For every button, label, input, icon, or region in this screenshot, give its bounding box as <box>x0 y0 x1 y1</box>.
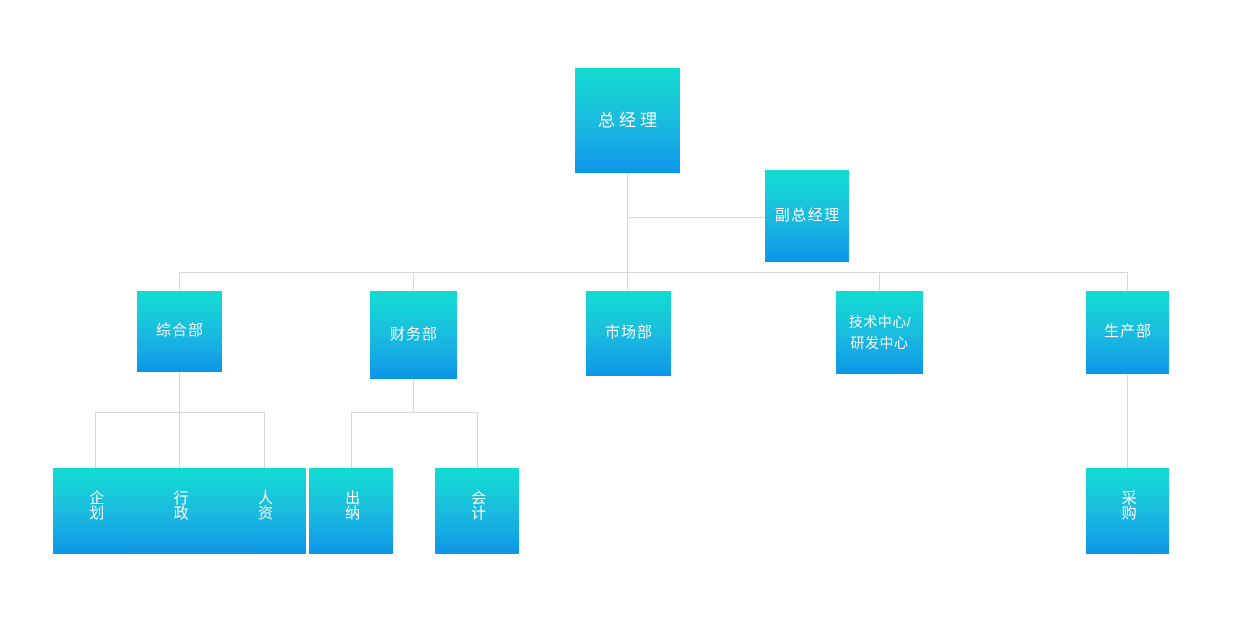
node-department-tech-center-label: 技术中心/ 研发中心 <box>848 314 912 351</box>
connector-finance-bus <box>351 412 477 413</box>
connector-drop-human-resources <box>264 412 265 468</box>
connector-general-affairs-stem <box>179 372 180 413</box>
node-department-marketing-label: 市场部 <box>604 324 653 342</box>
node-deputy-general-manager-label: 副总经理 <box>774 206 841 224</box>
node-sub-human-resources-label: 人资 <box>255 490 273 520</box>
node-sub-cashier[interactable]: 出纳 <box>309 468 393 554</box>
connector-drop-marketing <box>627 272 628 291</box>
node-department-tech-center[interactable]: 技术中心/ 研发中心 <box>836 291 923 374</box>
node-department-finance[interactable]: 财务部 <box>370 291 457 379</box>
connector-drop-production <box>1127 272 1128 291</box>
node-department-general-affairs[interactable]: 综合部 <box>137 291 222 372</box>
connector-drop-general-affairs <box>179 272 180 291</box>
node-sub-planning[interactable]: 企划 <box>53 468 137 554</box>
connector-gm-to-deputy <box>627 217 766 218</box>
connector-gm-trunk <box>627 173 628 273</box>
connector-general-affairs-bus <box>95 412 265 413</box>
connector-drop-administration <box>179 412 180 468</box>
node-sub-human-resources[interactable]: 人资 <box>222 468 306 554</box>
node-sub-accounting-label: 会计 <box>469 490 487 520</box>
node-sub-administration-label: 行政 <box>171 490 189 520</box>
node-deputy-general-manager[interactable]: 副总经理 <box>765 170 849 262</box>
node-sub-administration[interactable]: 行政 <box>137 468 221 554</box>
node-department-production-label: 生产部 <box>1103 323 1152 341</box>
connector-drop-cashier <box>351 412 352 468</box>
node-department-marketing[interactable]: 市场部 <box>586 291 671 376</box>
node-general-manager-label: 总经理 <box>598 110 661 130</box>
node-group-general-affairs-children: 企划 行政 人资 <box>53 468 306 554</box>
node-department-general-affairs-label: 综合部 <box>155 322 204 340</box>
node-sub-procurement[interactable]: 采购 <box>1086 468 1169 554</box>
node-sub-cashier-label: 出纳 <box>343 490 361 520</box>
node-sub-procurement-label: 采购 <box>1119 490 1137 520</box>
node-department-finance-label: 财务部 <box>389 325 438 343</box>
connector-drop-accounting <box>477 412 478 468</box>
node-sub-planning-label: 企划 <box>87 490 105 520</box>
node-department-production[interactable]: 生产部 <box>1086 291 1169 374</box>
connector-production-to-procurement <box>1127 374 1128 468</box>
connector-department-bus <box>179 272 1128 273</box>
connector-drop-finance <box>413 272 414 291</box>
connector-drop-planning <box>95 412 96 468</box>
node-sub-accounting[interactable]: 会计 <box>435 468 519 554</box>
connector-finance-stem <box>413 379 414 413</box>
node-general-manager[interactable]: 总经理 <box>575 68 680 173</box>
connector-drop-tech-center <box>879 272 880 291</box>
